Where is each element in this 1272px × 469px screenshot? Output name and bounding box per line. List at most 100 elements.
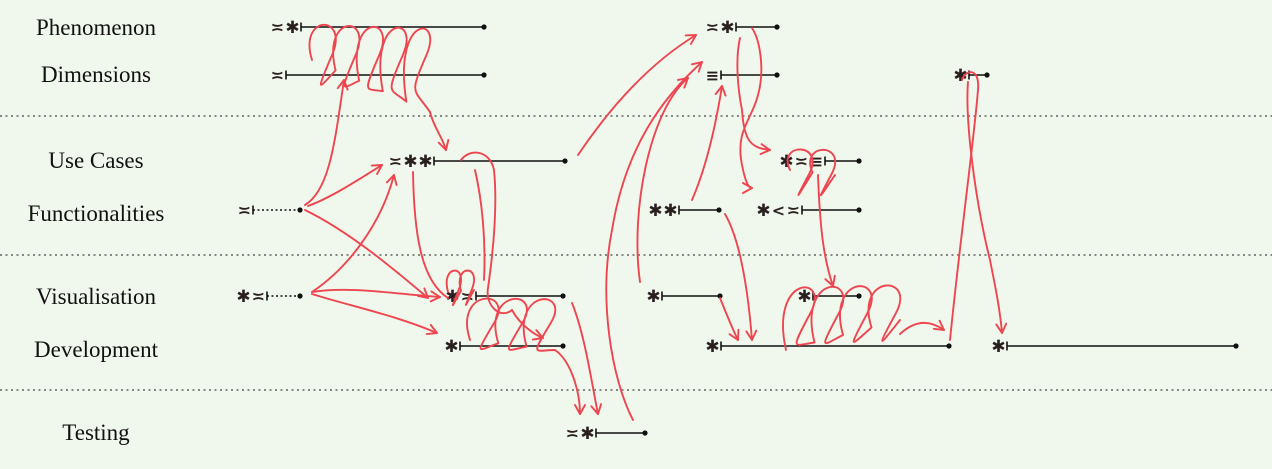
timeline-marker-f1: ≍ bbox=[238, 201, 303, 220]
link-arrow bbox=[304, 79, 349, 206]
track-end-dot bbox=[774, 72, 780, 78]
track-end-dot bbox=[946, 343, 952, 349]
marker-glyph: ✱ bbox=[648, 201, 662, 221]
timeline-marker-v4: ✱ bbox=[797, 287, 862, 307]
row-label-testing: Testing bbox=[62, 420, 130, 445]
marker-glyph: ✱ bbox=[720, 18, 734, 38]
marker-glyph: ✱ bbox=[418, 152, 432, 172]
marker-glyph: ≍ bbox=[238, 201, 251, 220]
link-arrow bbox=[511, 309, 544, 341]
marker-glyph: ✱ bbox=[779, 152, 793, 172]
marker-glyph: ≍ bbox=[566, 424, 579, 443]
link-arrow bbox=[817, 174, 836, 287]
track-end-dot bbox=[856, 207, 862, 213]
markers-layer: ≍✱≍≍✱≡✱≍✱✱✱≍≡≍✱✱✱<≍✱≍✱≍✱✱✱✱✱≍✱ bbox=[236, 18, 1239, 444]
track-end-dot bbox=[560, 343, 566, 349]
link-arrow bbox=[571, 302, 603, 415]
track-end-dot bbox=[481, 24, 487, 30]
timeline-marker-f3: ✱<≍ bbox=[756, 201, 862, 221]
timeline-marker-v3: ✱ bbox=[646, 287, 723, 307]
marker-glyph: ✱ bbox=[797, 287, 811, 307]
marker-glyph: ✱ bbox=[991, 337, 1005, 357]
timeline-marker-u2: ✱≍≡ bbox=[779, 152, 862, 172]
marker-glyph: ✱ bbox=[285, 18, 299, 38]
timeline-marker-d2: ≡ bbox=[706, 66, 780, 85]
timeline-marker-dv1: ✱ bbox=[444, 337, 566, 357]
link-arrow bbox=[899, 319, 945, 335]
row-label-phenomenon: Phenomenon bbox=[36, 15, 157, 40]
link-coil bbox=[782, 284, 902, 351]
link-arrow bbox=[304, 209, 429, 299]
link-arrow bbox=[307, 164, 383, 207]
row-label-development: Development bbox=[34, 337, 159, 362]
link-coil bbox=[466, 297, 557, 352]
track-end-dot bbox=[856, 158, 862, 164]
marker-glyph: ≍ bbox=[271, 18, 284, 37]
timeline-marker-t1: ≍✱ bbox=[566, 424, 648, 444]
marker-glyph: ≍ bbox=[795, 152, 808, 171]
track-end-dot bbox=[562, 158, 568, 164]
track-end-dot bbox=[297, 207, 303, 213]
marker-glyph: ≍ bbox=[706, 18, 719, 37]
marker-glyph: ✱ bbox=[444, 337, 458, 357]
track-end-dot bbox=[716, 207, 722, 213]
marker-glyph: ✱ bbox=[403, 152, 417, 172]
link-arrow bbox=[412, 171, 449, 299]
marker-glyph: ≡ bbox=[810, 152, 823, 171]
link-arrow bbox=[949, 71, 979, 341]
timeline-marker-dv3: ✱ bbox=[991, 337, 1239, 357]
link-coil bbox=[445, 269, 475, 306]
link-arrow bbox=[311, 293, 438, 336]
row-label-functionalities: Functionalities bbox=[28, 201, 165, 226]
link-arrow bbox=[311, 288, 441, 303]
link-arrow bbox=[474, 169, 486, 281]
marker-glyph: ≍ bbox=[271, 66, 284, 85]
link-arrow bbox=[719, 297, 740, 341]
marker-glyph: ✱ bbox=[705, 337, 719, 357]
marker-glyph: ✱ bbox=[756, 201, 770, 221]
timeline-marker-f2: ✱✱ bbox=[648, 201, 722, 221]
link-arrow bbox=[724, 213, 758, 341]
marker-glyph: ✱ bbox=[236, 287, 250, 307]
links-layer bbox=[304, 23, 1008, 421]
track-end-dot bbox=[560, 293, 566, 299]
link-arrow bbox=[739, 27, 763, 194]
timeline-marker-u1: ≍✱✱ bbox=[389, 152, 568, 172]
link-arrow bbox=[577, 34, 697, 156]
marker-glyph: ✱ bbox=[646, 287, 660, 307]
track-end-dot bbox=[1233, 343, 1239, 349]
marker-glyph: ≍ bbox=[252, 287, 265, 306]
link-arrow bbox=[311, 174, 398, 293]
track-end-dot bbox=[717, 293, 723, 299]
link-arrow bbox=[636, 77, 689, 283]
link-arrow bbox=[736, 37, 771, 156]
link-arrow bbox=[429, 111, 450, 151]
timeline-marker-d1: ≍ bbox=[271, 66, 487, 85]
link-arrow bbox=[966, 81, 1008, 334]
link-arrow bbox=[605, 61, 703, 421]
track-end-dot bbox=[984, 72, 990, 78]
link-arrow bbox=[691, 85, 727, 201]
link-arrow bbox=[460, 151, 513, 315]
marker-glyph: < bbox=[772, 201, 785, 220]
timeline-marker-v2: ✱≍ bbox=[445, 287, 566, 307]
row-label-use-cases: Use Cases bbox=[48, 148, 143, 173]
timeline-marker-p2: ≍✱ bbox=[706, 18, 780, 38]
row-label-dimensions: Dimensions bbox=[41, 62, 151, 87]
track-end-dot bbox=[856, 293, 862, 299]
track-end-dot bbox=[774, 24, 780, 30]
timeline-marker-dv2: ✱ bbox=[705, 337, 952, 357]
track-end-dot bbox=[297, 293, 303, 299]
marker-glyph: ✱ bbox=[953, 66, 967, 86]
marker-glyph: ≍ bbox=[787, 201, 800, 220]
marker-glyph: ✱ bbox=[580, 424, 594, 444]
link-coil bbox=[308, 23, 432, 113]
track-end-dot bbox=[481, 72, 487, 78]
timeline-marker-v1: ✱≍ bbox=[236, 287, 303, 307]
marker-glyph: ≍ bbox=[389, 152, 402, 171]
timeline-marker-d3: ✱ bbox=[953, 66, 990, 86]
row-label-visualisation: Visualisation bbox=[36, 284, 156, 309]
marker-glyph: ≡ bbox=[706, 66, 719, 85]
